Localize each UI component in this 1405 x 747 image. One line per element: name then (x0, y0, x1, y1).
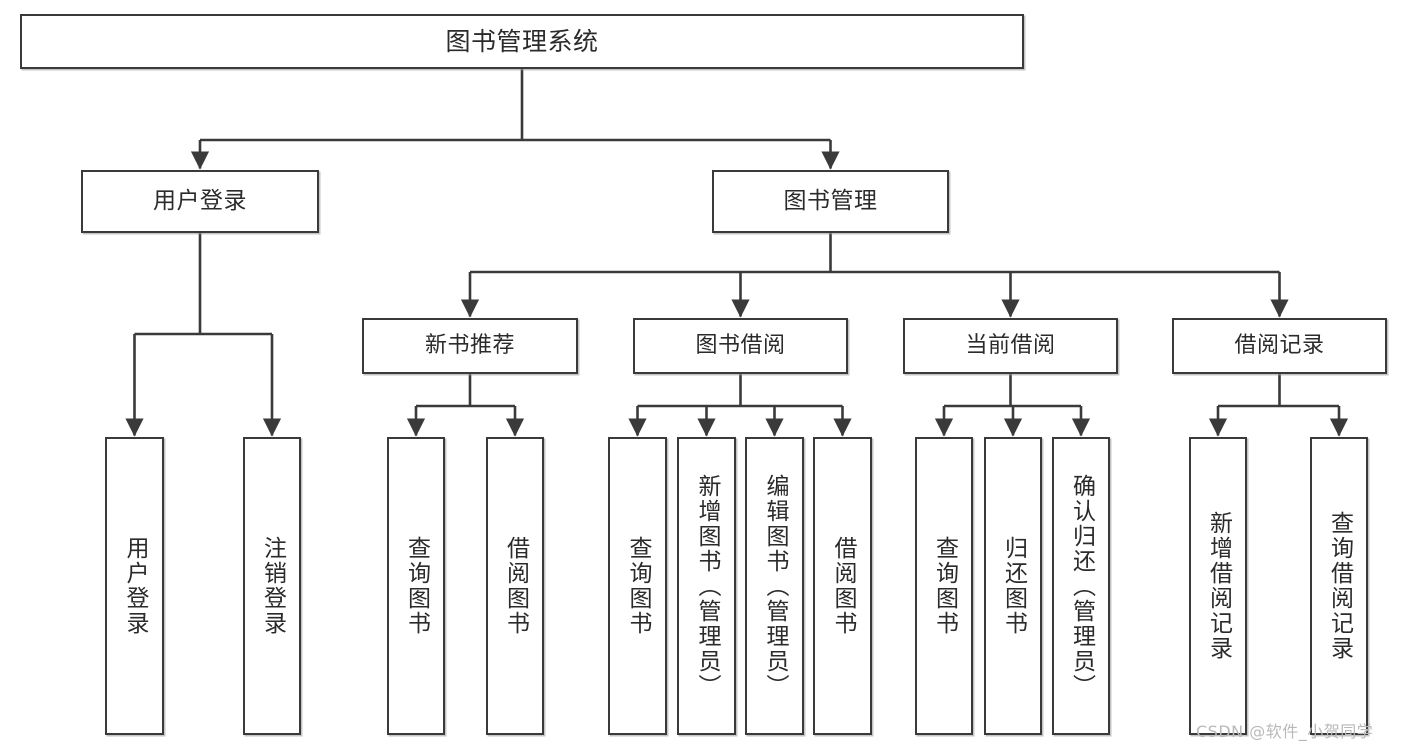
leaf-user-login[interactable]: 用户登录 (105, 437, 164, 735)
leaf-borrow-book-1[interactable]: 借阅图书 (486, 437, 544, 735)
node-label: 借阅图书 (830, 536, 856, 636)
leaf-query-book-2[interactable]: 查询图书 (608, 437, 667, 735)
node-label: 注销登录 (259, 536, 286, 636)
node-label: 新增图书（管理员） (694, 473, 720, 699)
node-current-borrowing[interactable]: 当前借阅 (903, 318, 1118, 374)
node-user-login[interactable]: 用户登录 (81, 170, 319, 233)
csdn-watermark: CSDN @软件_小贺同学 (1196, 722, 1374, 741)
leaf-query-book-1[interactable]: 查询图书 (387, 437, 445, 735)
leaf-query-book-3[interactable]: 查询图书 (915, 437, 973, 735)
node-label: 归还图书 (1000, 536, 1027, 636)
leaf-edit-book-admin[interactable]: 编辑图书（管理员） (745, 437, 804, 735)
node-label: 新书推荐 (424, 332, 515, 358)
leaf-logout[interactable]: 注销登录 (243, 437, 301, 735)
node-label: 图书借阅 (695, 332, 786, 358)
node-label: 借阅图书 (502, 536, 529, 636)
node-label: 当前借阅 (965, 332, 1056, 358)
leaf-confirm-return-admin[interactable]: 确认归还（管理员） (1052, 437, 1110, 735)
leaf-query-borrowing-record[interactable]: 查询借阅记录 (1310, 437, 1368, 735)
node-label: 用户登录 (153, 187, 247, 214)
node-book-borrowing[interactable]: 图书借阅 (633, 318, 848, 374)
node-book-management-system[interactable]: 图书管理系统 (20, 14, 1024, 69)
node-label: 编辑图书（管理员） (762, 473, 788, 699)
leaf-add-book-admin[interactable]: 新增图书（管理员） (677, 437, 736, 735)
node-label: 查询图书 (931, 536, 958, 636)
node-label: 查询图书 (403, 536, 430, 636)
node-book-management[interactable]: 图书管理 (712, 170, 949, 233)
node-label: 新增借阅记录 (1205, 511, 1232, 661)
node-label: 查询图书 (625, 536, 651, 636)
node-label: 图书管理 (783, 187, 878, 214)
node-label: 确认归还（管理员） (1068, 473, 1095, 699)
leaf-add-borrowing-record[interactable]: 新增借阅记录 (1189, 437, 1247, 735)
node-new-book-recommendation[interactable]: 新书推荐 (362, 318, 578, 374)
node-label: 借阅记录 (1234, 332, 1325, 358)
node-label: 查询借阅记录 (1326, 511, 1353, 661)
leaf-return-book[interactable]: 归还图书 (984, 437, 1042, 735)
node-label: 用户登录 (122, 536, 148, 636)
node-borrowing-record[interactable]: 借阅记录 (1172, 318, 1387, 374)
leaf-borrow-book-2[interactable]: 借阅图书 (813, 437, 872, 735)
node-label: 图书管理系统 (445, 26, 599, 56)
